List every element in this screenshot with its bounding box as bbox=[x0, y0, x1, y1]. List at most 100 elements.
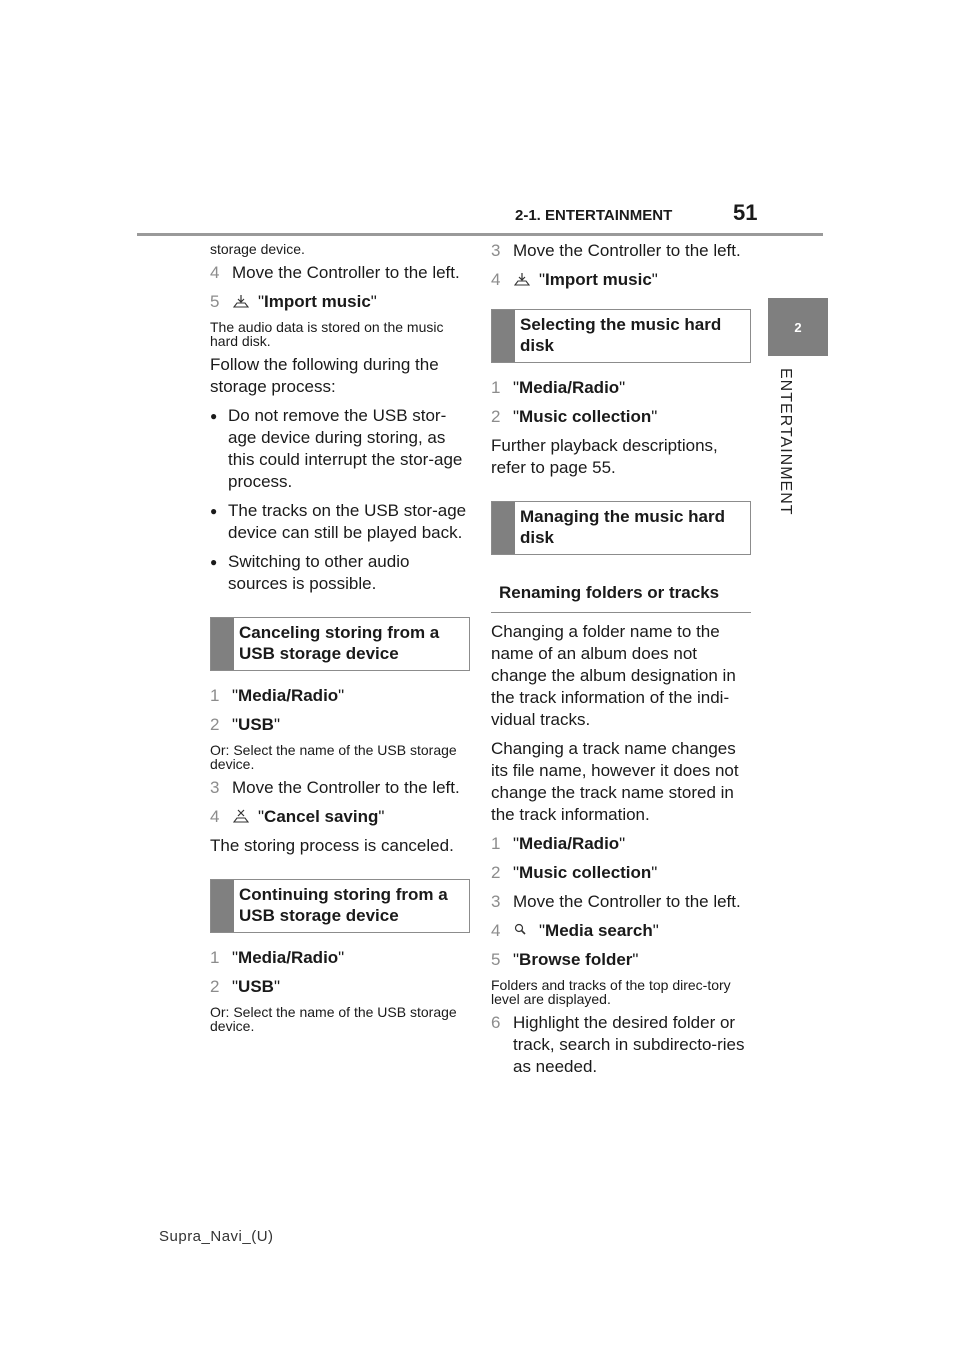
menu-command: Music collection bbox=[519, 863, 652, 882]
page-number: 51 bbox=[733, 200, 758, 225]
step-item: 6 Highlight the desired folder or track,… bbox=[491, 1012, 751, 1078]
paragraph: Further playback descriptions, refer to … bbox=[491, 436, 718, 477]
section-title: 2-1. ENTERTAINMENT bbox=[515, 207, 673, 224]
bullet-text: Do not remove the USB stor-age device du… bbox=[228, 406, 463, 491]
right-column: 3 Move the Controller to the left. 4 "Im… bbox=[491, 240, 751, 1085]
step-item: 4 "Cancel saving" bbox=[210, 807, 385, 826]
step-number: 6 bbox=[491, 1013, 501, 1032]
menu-command: Import music bbox=[545, 270, 652, 289]
step-number: 1 bbox=[210, 686, 220, 705]
paragraph: Changing a folder name to the name of an… bbox=[491, 622, 736, 729]
step-item: 4 Move the Controller to the left. bbox=[210, 262, 470, 284]
continued-text: storage device. bbox=[210, 241, 305, 257]
section-heading: Managing the music hard disk bbox=[520, 507, 725, 547]
note-text: Folders and tracks of the top direc-tory… bbox=[491, 977, 731, 1007]
quote-open: " bbox=[258, 292, 265, 311]
step-item: 3 Move the Controller to the left. bbox=[210, 777, 470, 799]
step-number: 2 bbox=[491, 407, 501, 426]
section-heading-bar bbox=[211, 880, 234, 932]
step-item: 1 "Media/Radio" bbox=[210, 948, 345, 967]
search-icon bbox=[514, 923, 526, 935]
bullet-marker: ● bbox=[210, 409, 218, 423]
subsection-heading: Renaming folders or tracks bbox=[491, 569, 751, 613]
step-number: 1 bbox=[210, 948, 220, 967]
paragraph: The storing process is canceled. bbox=[210, 836, 454, 855]
chapter-tab: 2 bbox=[768, 298, 828, 356]
section-heading: Selecting the music hard disk bbox=[520, 315, 722, 355]
step-item: 5 "Import music" bbox=[210, 291, 470, 313]
step-item: 4 "Import music" bbox=[491, 270, 658, 289]
step-number: 1 bbox=[491, 378, 501, 397]
menu-command: Browse folder bbox=[519, 950, 633, 969]
step-number: 4 bbox=[210, 263, 220, 282]
section-heading-box: Canceling storing from a USB storage dev… bbox=[210, 617, 470, 671]
step-item: 3 Move the Controller to the left. bbox=[491, 240, 751, 262]
chapter-tab-number: 2 bbox=[794, 319, 802, 335]
step-item: 2 "USB" bbox=[210, 977, 280, 996]
menu-command: USB bbox=[238, 715, 274, 734]
quote-close: " bbox=[370, 292, 377, 311]
note-text: The audio data is stored on the music ha… bbox=[210, 319, 444, 349]
bullet-item: ● The tracks on the USB stor-age device … bbox=[210, 500, 470, 544]
import-icon bbox=[232, 295, 250, 308]
step-number: 2 bbox=[210, 715, 220, 734]
step-text: Move the Controller to the left. bbox=[232, 778, 460, 797]
step-number: 5 bbox=[210, 292, 220, 311]
step-number: 1 bbox=[491, 834, 501, 853]
left-column: storage device. 4 Move the Controller to… bbox=[210, 240, 470, 1039]
menu-command: Media/Radio bbox=[238, 686, 339, 705]
section-heading-box: Managing the music hard disk bbox=[491, 501, 751, 555]
bullet-item: ● Do not remove the USB stor-age device … bbox=[210, 405, 470, 493]
step-number: 4 bbox=[491, 921, 501, 940]
paragraph: Follow the following during the storage … bbox=[210, 355, 439, 396]
step-item: 1 "Media/Radio" bbox=[491, 834, 626, 853]
step-number: 3 bbox=[491, 241, 501, 260]
step-item: 1 "Media/Radio" bbox=[491, 378, 626, 397]
section-heading: Canceling storing from a USB storage dev… bbox=[239, 623, 440, 663]
menu-command: Media/Radio bbox=[238, 948, 339, 967]
menu-command: Cancel saving bbox=[264, 807, 379, 826]
menu-command: Music collection bbox=[519, 407, 652, 426]
step-number: 2 bbox=[210, 977, 220, 996]
menu-command: Media/Radio bbox=[519, 834, 620, 853]
header-divider bbox=[137, 233, 823, 236]
footer-label: Supra_Navi_(U) bbox=[159, 1228, 274, 1245]
step-number: 5 bbox=[491, 950, 501, 969]
bullet-text: Switching to other audio sources is poss… bbox=[228, 552, 410, 593]
step-text: Move the Controller to the left. bbox=[232, 263, 460, 282]
menu-command: Import music bbox=[264, 292, 371, 311]
step-number: 3 bbox=[491, 892, 501, 911]
step-text: Move the Controller to the left. bbox=[513, 241, 741, 260]
step-text: Move the Controller to the left. bbox=[513, 892, 741, 911]
section-heading: Continuing storing from a USB storage de… bbox=[239, 885, 448, 925]
import-icon bbox=[513, 273, 531, 286]
bullet-marker: ● bbox=[210, 555, 218, 569]
note-text: Or: Select the name of the USB storage d… bbox=[210, 742, 457, 772]
bullet-item: ● Switching to other audio sources is po… bbox=[210, 551, 470, 595]
bullet-text: The tracks on the USB stor-age device ca… bbox=[228, 501, 467, 542]
step-text: Highlight the desired folder or track, s… bbox=[513, 1013, 745, 1076]
step-item: 4 "Media search" bbox=[491, 921, 659, 940]
step-item: 5 "Browse folder" bbox=[491, 950, 639, 969]
chapter-tab-label: ENTERTAINMENT bbox=[777, 368, 794, 516]
step-item: 2 "Music collection" bbox=[491, 863, 658, 882]
section-heading-box: Selecting the music hard disk bbox=[491, 309, 751, 363]
step-item: 2 "Music collection" bbox=[491, 407, 658, 426]
cancel-icon bbox=[232, 809, 250, 823]
step-number: 2 bbox=[491, 863, 501, 882]
step-item: 3 Move the Controller to the left. bbox=[491, 891, 751, 913]
note-text: Or: Select the name of the USB storage d… bbox=[210, 1004, 457, 1034]
step-number: 3 bbox=[210, 778, 220, 797]
section-heading-box: Continuing storing from a USB storage de… bbox=[210, 879, 470, 933]
menu-command: Media/Radio bbox=[519, 378, 620, 397]
menu-command: Media search bbox=[545, 921, 653, 940]
section-heading-bar bbox=[211, 618, 234, 670]
section-heading-bar bbox=[492, 502, 515, 554]
bullet-marker: ● bbox=[210, 504, 218, 518]
step-item: 2 "USB" bbox=[210, 715, 280, 734]
paragraph: Changing a track name changes its file n… bbox=[491, 739, 739, 824]
step-number: 4 bbox=[491, 270, 501, 289]
step-number: 4 bbox=[210, 807, 220, 826]
step-item: 1 "Media/Radio" bbox=[210, 686, 345, 705]
menu-command: USB bbox=[238, 977, 274, 996]
